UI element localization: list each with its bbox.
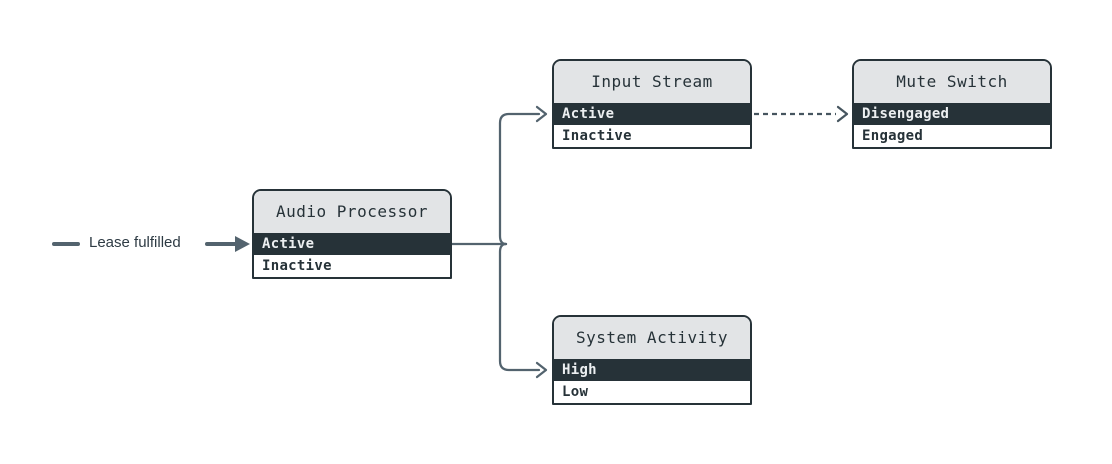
node-audio-processor: Audio Processor Active Inactive (252, 189, 452, 279)
edge-to-input-stream (498, 112, 541, 246)
state-row-inactive: Inactive (554, 125, 750, 147)
node-input-stream: Input Stream Active Inactive (552, 59, 752, 149)
node-title: System Activity (554, 317, 750, 359)
lease-arrowhead-icon (235, 236, 250, 252)
state-row-active: Active (554, 103, 750, 125)
node-title: Input Stream (554, 61, 750, 103)
state-row-high: High (554, 359, 750, 381)
node-mute-switch: Mute Switch Disengaged Engaged (852, 59, 1052, 149)
mute-switch-arrowhead-icon (836, 105, 849, 123)
state-row-disengaged: Disengaged (854, 103, 1050, 125)
node-system-activity: System Activity High Low (552, 315, 752, 405)
state-row-active: Active (254, 233, 450, 255)
node-title: Audio Processor (254, 191, 450, 233)
system-activity-arrowhead-icon (535, 361, 548, 379)
state-row-inactive: Inactive (254, 255, 450, 277)
state-row-low: Low (554, 381, 750, 403)
node-title: Mute Switch (854, 61, 1050, 103)
lease-fulfilled-label: Lease fulfilled (89, 234, 181, 251)
edge-to-system-activity (498, 242, 541, 372)
input-stream-arrowhead-icon (535, 105, 548, 123)
state-row-engaged: Engaged (854, 125, 1050, 147)
